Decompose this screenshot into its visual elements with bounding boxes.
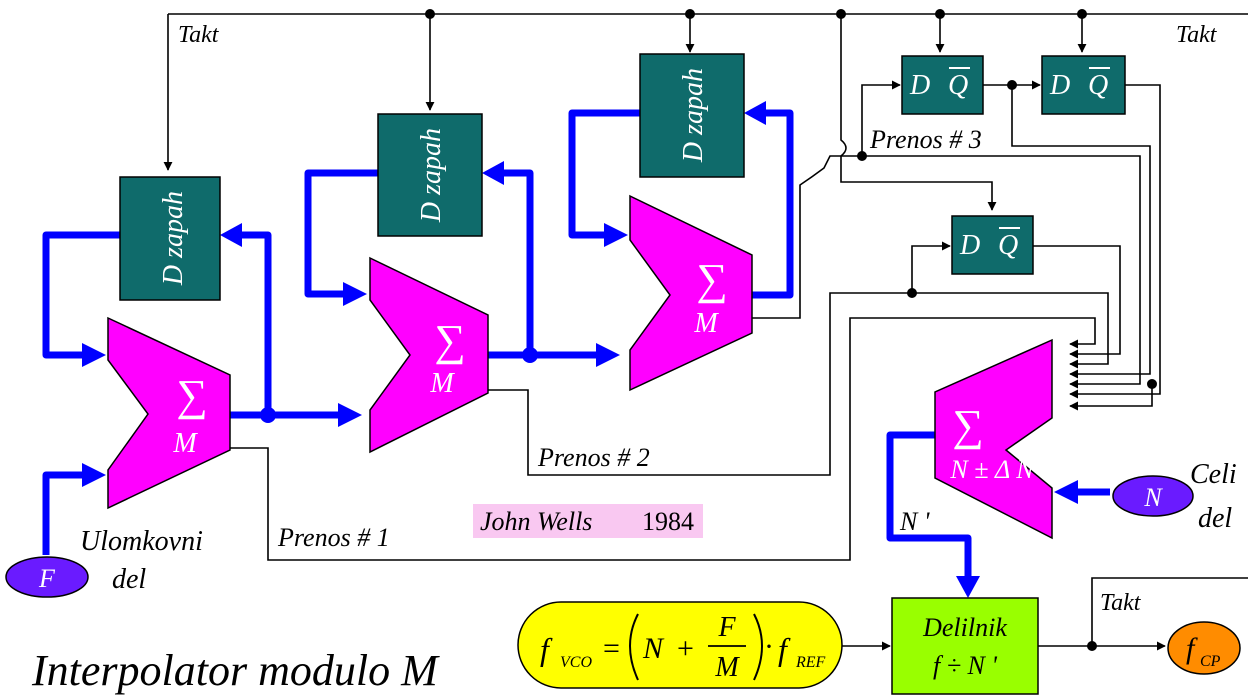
formula-plus: +	[677, 632, 694, 665]
fraction-input: F Ulomkovni del	[5, 526, 203, 598]
fraction-input-symbol: F	[38, 564, 56, 593]
register-1: D zapah	[119, 176, 221, 301]
formula-frac-den: M	[714, 652, 740, 683]
carry-label-2: Prenos # 2	[537, 443, 650, 472]
accumulator-3-sigma: ∑	[696, 255, 727, 304]
output-sub: CP	[1200, 653, 1221, 670]
register-3: D zapah	[639, 53, 745, 178]
register-2-label: D zapah	[416, 128, 447, 223]
accumulator-2-sigma: ∑	[434, 316, 465, 365]
register-3-label: D zapah	[678, 68, 709, 163]
flipflop-2-q: Q	[1088, 70, 1108, 101]
output-oval: f CP	[1167, 621, 1241, 675]
divider-line-1: Delilnik	[922, 613, 1007, 642]
flipflop-2-d: D	[1049, 70, 1070, 101]
carry-label-3: Prenos # 3	[869, 125, 982, 154]
register-1-label: D zapah	[158, 191, 189, 286]
formula-frac-num: F	[717, 612, 736, 643]
integer-caption-2: del	[1198, 503, 1232, 534]
integer-input: N Celi del	[1112, 459, 1237, 534]
adder-label: N ± Δ N	[949, 455, 1035, 484]
formula-rhs-sub: REF	[795, 654, 826, 671]
formula-lhs-sub: VCO	[560, 654, 592, 671]
fraction-caption-2: del	[112, 564, 146, 595]
credit-year: 1984	[642, 507, 694, 536]
vco-formula: f VCO = N + F M · f REF	[517, 601, 843, 689]
accumulator-3-mod: M	[693, 308, 719, 339]
diagram-title: Interpolator modulo M	[31, 646, 440, 695]
clock-label-right: Takt	[1176, 22, 1218, 48]
accumulator-1-mod: M	[172, 428, 198, 459]
formula-eq: =	[603, 632, 620, 665]
accumulator-2: ∑ M	[369, 256, 489, 454]
flipflop-3-d: D	[959, 230, 980, 261]
accumulator-2-mod: M	[429, 368, 455, 399]
formula-dot: ·	[764, 630, 774, 663]
n-prime-label: N '	[899, 507, 930, 536]
integer-caption-1: Celi	[1190, 459, 1237, 490]
credit: John Wells 1984	[473, 504, 703, 538]
integer-input-symbol: N	[1143, 483, 1163, 512]
carry-wires	[230, 80, 1248, 651]
clock-label-out: Takt	[1100, 590, 1142, 616]
clock-label-left: Takt	[178, 22, 220, 48]
register-2: D zapah	[377, 113, 483, 237]
flipflop-1-q: Q	[948, 70, 968, 101]
divider-block: Delilnik f ÷ N '	[891, 597, 1039, 695]
credit-name: John Wells	[480, 507, 592, 536]
clock-network: Takt Takt	[163, 9, 1248, 211]
formula-n: N	[642, 632, 665, 665]
accumulator-1-sigma: ∑	[176, 371, 207, 420]
carry-label-1: Prenos # 1	[277, 523, 390, 552]
flipflop-1-d: D	[909, 70, 930, 101]
accumulator-3: ∑ M	[629, 194, 753, 392]
data-buses	[42, 101, 1110, 598]
flipflop-1: D Q	[901, 55, 984, 115]
fraction-caption-1: Ulomkovni	[80, 526, 203, 557]
adder-n: ∑ N ± Δ N	[934, 338, 1053, 540]
flipflop-3: D Q	[951, 215, 1034, 275]
accumulator-1: ∑ M	[107, 316, 231, 510]
flipflop-3-q: Q	[998, 230, 1018, 261]
adder-sigma: ∑	[952, 401, 983, 450]
flipflop-2: D Q	[1041, 55, 1126, 115]
divider-line-2: f ÷ N '	[933, 651, 997, 680]
